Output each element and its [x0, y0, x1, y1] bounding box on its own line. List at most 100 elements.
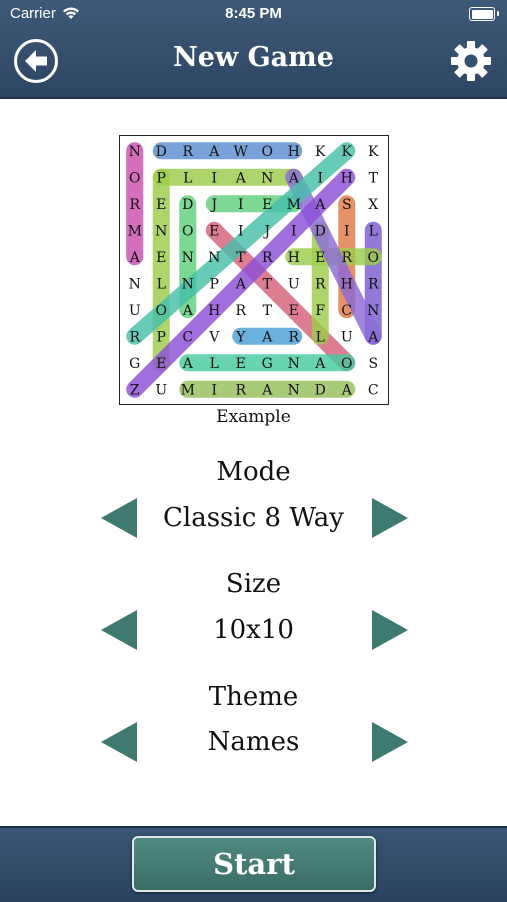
grid-letter: A: [367, 329, 379, 345]
battery-icon: [469, 7, 499, 21]
carrier-label: Carrier: [10, 5, 56, 22]
grid-letter: H: [288, 250, 300, 266]
grid-letter: L: [183, 170, 192, 186]
grid-letter: A: [182, 356, 194, 372]
size-value: 10x10: [213, 615, 294, 645]
grid-letter: E: [156, 250, 166, 266]
grid-letter: R: [182, 144, 193, 160]
grid-letter: I: [211, 170, 217, 186]
grid-letter: D: [315, 382, 326, 398]
status-bar: Carrier 8:45 PM: [0, 0, 507, 28]
theme-prev-arrow-icon[interactable]: [99, 720, 139, 764]
grid-letter: N: [182, 276, 194, 292]
grid-letter: N: [288, 382, 300, 398]
header-bar: [0, 0, 507, 99]
arrow-left-icon: [25, 50, 47, 72]
grid-letter: R: [315, 276, 326, 292]
settings-button[interactable]: [448, 38, 494, 84]
grid-letter: O: [156, 303, 167, 319]
back-button[interactable]: [14, 39, 58, 83]
grid-letter: S: [368, 356, 378, 372]
grid-letter: O: [341, 356, 352, 372]
grid-letter: A: [261, 329, 273, 345]
grid-letter: N: [288, 356, 300, 372]
start-button[interactable]: Start: [132, 836, 376, 892]
size-prev-arrow-icon[interactable]: [99, 608, 139, 652]
grid-letter: A: [182, 303, 194, 319]
grid-letter: H: [208, 303, 220, 319]
size-title: Size: [225, 569, 282, 599]
grid-letter: R: [235, 303, 246, 319]
gear-icon: [451, 41, 491, 81]
grid-letter: Y: [235, 329, 246, 345]
grid-letter: E: [315, 250, 325, 266]
grid-letter: R: [129, 197, 140, 213]
grid-letter: E: [289, 303, 299, 319]
grid-letter: L: [157, 276, 166, 292]
grid-letter: U: [341, 329, 353, 345]
theme-value: Names: [207, 727, 300, 757]
grid-letter: A: [208, 144, 220, 160]
grid-letter: J: [262, 223, 270, 239]
grid-letter: A: [261, 382, 273, 398]
grid-letter: I: [344, 223, 350, 239]
grid-letter: L: [369, 223, 378, 239]
grid-letter: R: [129, 329, 140, 345]
grid-letter: R: [235, 382, 246, 398]
grid-letter: L: [210, 356, 219, 372]
grid-letter: R: [341, 250, 352, 266]
status-time: 8:45 PM: [225, 5, 282, 22]
grid-letter: H: [288, 144, 300, 160]
grid-letter: N: [129, 276, 141, 292]
grid-letter: I: [317, 170, 323, 186]
grid-letter: N: [155, 223, 167, 239]
grid-letter: N: [261, 170, 273, 186]
grid-letter: P: [157, 329, 166, 345]
wifi-icon: [62, 7, 79, 19]
mode-title: Mode: [216, 457, 291, 487]
grid-letter: E: [236, 356, 246, 372]
theme-title: Theme: [208, 682, 299, 712]
grid-letter: A: [314, 356, 326, 372]
grid-letter: H: [341, 276, 353, 292]
grid-letter: J: [209, 197, 217, 213]
grid-letter: E: [156, 356, 166, 372]
grid-letter: A: [314, 197, 326, 213]
grid-letter: L: [316, 329, 325, 345]
word-highlight: [126, 142, 356, 345]
size-next-arrow-icon[interactable]: [370, 608, 410, 652]
grid-letter: C: [182, 329, 193, 345]
grid-letter: O: [182, 223, 193, 239]
grid-letter: K: [342, 144, 353, 160]
grid-letter: A: [288, 170, 300, 186]
grid-letter: M: [181, 382, 195, 398]
grid-letter: I: [211, 382, 217, 398]
grid-letter: N: [208, 250, 220, 266]
theme-next-arrow-icon[interactable]: [370, 720, 410, 764]
grid-letter: U: [155, 382, 167, 398]
mode-next-arrow-icon[interactable]: [370, 496, 410, 540]
grid-letter: P: [210, 276, 219, 292]
grid-letter: D: [182, 197, 193, 213]
grid-letter: X: [368, 197, 378, 213]
mode-prev-arrow-icon[interactable]: [99, 496, 139, 540]
grid-letter: G: [129, 356, 140, 372]
grid-letter: A: [235, 276, 247, 292]
grid-letter: O: [368, 250, 379, 266]
grid-letter: I: [238, 223, 244, 239]
grid-letter: R: [288, 329, 299, 345]
word-highlight: [126, 168, 356, 398]
grid-letter: D: [315, 223, 326, 239]
grid-letter: O: [262, 144, 273, 160]
grid-letter: A: [341, 382, 353, 398]
grid-letter: R: [368, 276, 379, 292]
grid-letter: M: [287, 197, 301, 213]
grid-letter: A: [235, 170, 247, 186]
grid-letter: E: [209, 223, 219, 239]
grid-letter: U: [129, 303, 141, 319]
carrier-indicator: Carrier: [10, 5, 80, 22]
grid-letter: W: [234, 144, 249, 160]
grid-letter: F: [315, 303, 325, 319]
grid-letter: K: [368, 144, 379, 160]
